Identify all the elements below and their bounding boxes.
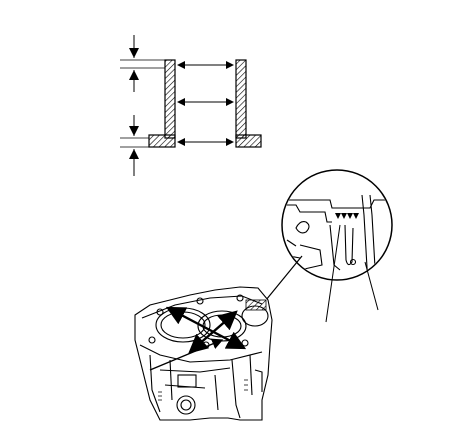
detail-connector-line (265, 255, 303, 301)
sleeve-right-flange (235, 134, 262, 148)
bore-measure-arrows (149, 306, 247, 371)
sleeve-left-flange (148, 134, 176, 148)
sleeve-right-wall (235, 59, 247, 139)
engine-block-view (134, 286, 273, 421)
cylinder-sleeve-section (120, 35, 262, 176)
detail-circle-outline (281, 169, 393, 281)
bottom-zone-dimension (129, 115, 139, 176)
detail-leader-left (325, 224, 341, 323)
top-zone-dimension (129, 35, 139, 92)
detail-circle-view (265, 169, 393, 323)
detail-arrow-markers (335, 213, 359, 219)
detail-area-hatch (245, 299, 267, 311)
detail-leader-right (364, 261, 379, 311)
oil-filter (176, 395, 196, 415)
sleeve-left-wall (164, 59, 176, 139)
